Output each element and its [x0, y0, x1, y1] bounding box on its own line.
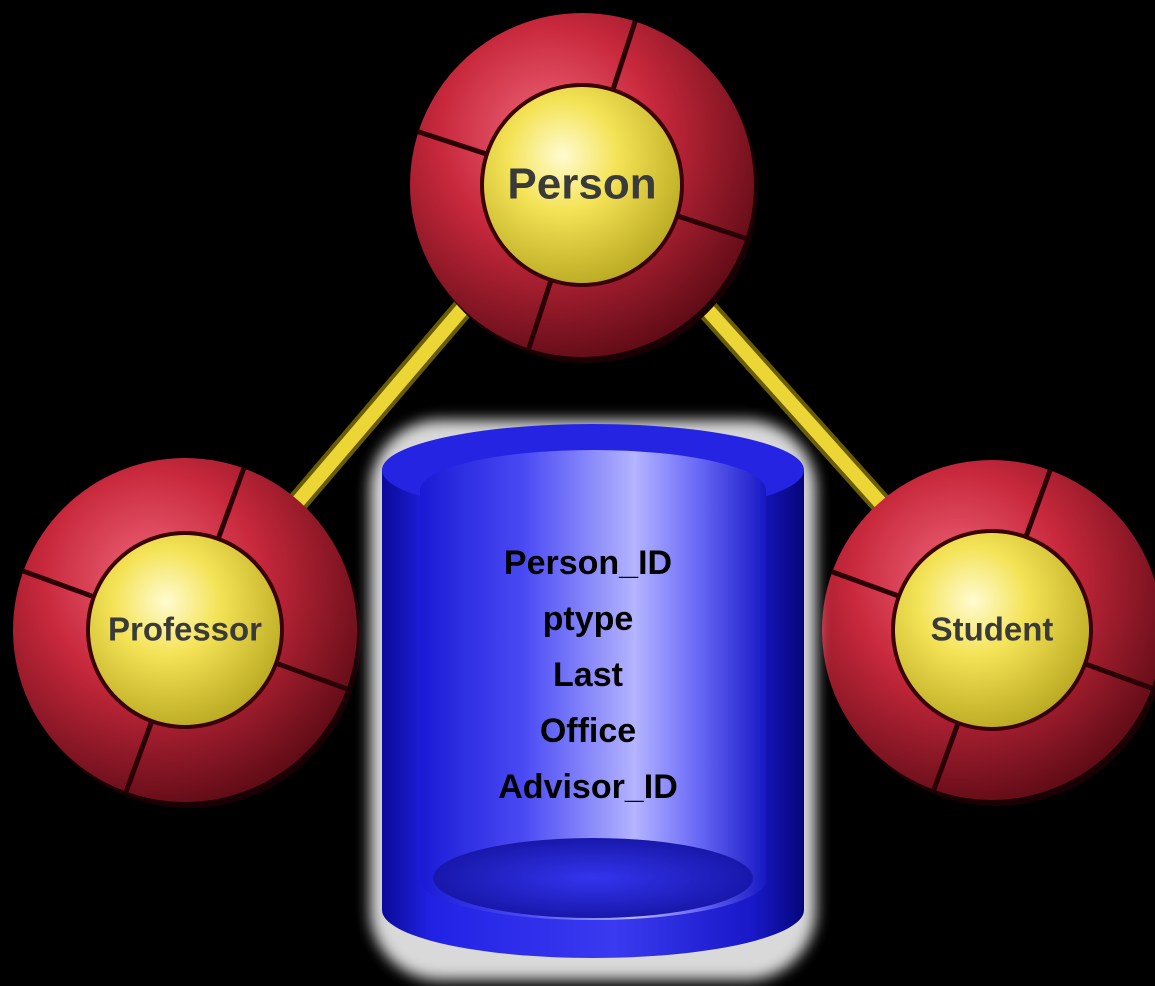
student-ring-divider [830, 569, 904, 600]
table-field: Advisor_ID [498, 768, 678, 806]
student-hub [895, 533, 1089, 727]
person-label: Person [507, 160, 656, 209]
cylinder-inner-wall [420, 450, 766, 920]
person-ring-divider [416, 129, 492, 158]
person-ring-divider [609, 19, 638, 95]
node-professor: Professor [13, 458, 361, 808]
student-label: Student [931, 611, 1054, 648]
table-field: Office [540, 712, 636, 750]
connector-person-student-highlight [683, 283, 892, 515]
student-ring-divider [1080, 660, 1154, 691]
node-person: Person [410, 13, 758, 363]
professor-hub [90, 535, 280, 725]
professor-label: Professor [108, 611, 262, 648]
student-ring-divider [1022, 468, 1053, 542]
person-hub [484, 87, 680, 283]
person-ring-divider [672, 212, 748, 241]
student-ring-divider [931, 718, 962, 792]
node-student: Student [822, 460, 1155, 806]
table-field: Last [553, 656, 623, 694]
connector-person-professor-highlight [289, 293, 477, 511]
table-field: Person_ID [504, 544, 672, 582]
professor-ring-divider [271, 659, 349, 692]
cylinder-inner-floor [433, 838, 753, 918]
connectors [285, 279, 896, 519]
person-ring-divider [526, 275, 555, 351]
professor-ring-divider [21, 568, 99, 601]
professor-ring-divider [214, 466, 247, 544]
table-field: ptype [543, 600, 634, 638]
professor-ring-divider [123, 716, 156, 794]
